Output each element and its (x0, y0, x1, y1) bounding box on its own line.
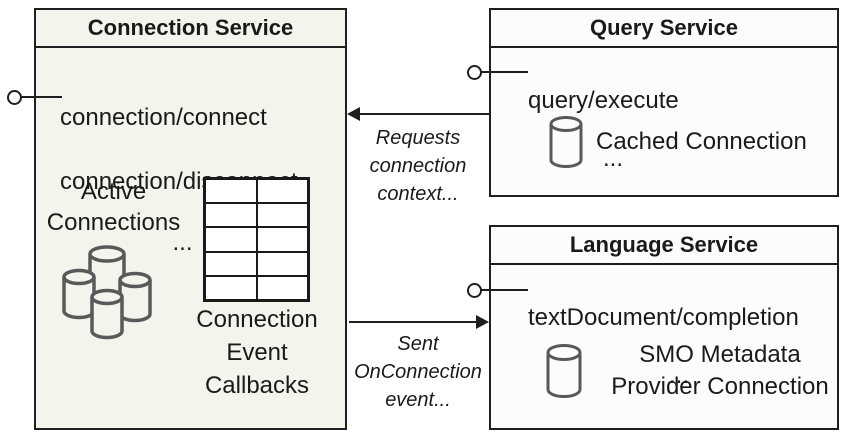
query-interface-line (480, 71, 528, 73)
callbacks-label: Connection Event Callbacks (196, 306, 318, 399)
language-service-title: Language Service (491, 227, 837, 265)
query-methods-ellipsis: ... (602, 145, 623, 172)
method-query-execute: query/execute (528, 87, 679, 114)
database-cluster-icon (55, 240, 157, 342)
smo-metadata-label: SMO Metadata Provider Connection (611, 341, 829, 400)
table-cell (256, 275, 308, 300)
language-service-box: Language Service textDocument/completion… (489, 225, 839, 430)
table-cell (205, 251, 257, 276)
table-cell (256, 227, 308, 252)
methods-ellipsis: ... (172, 229, 193, 256)
connection-interface-line (20, 96, 62, 98)
sent-flow-label: Sent OnConnection event... (354, 333, 482, 411)
method-textdocument-completion: textDocument/completion (528, 304, 799, 331)
sent-arrowhead-icon (476, 315, 489, 329)
query-service-title: Query Service (491, 10, 837, 48)
language-interface-line (480, 289, 528, 291)
query-service-box: Query Service query/execute ... Cached C… (489, 8, 839, 197)
language-methods-ellipsis: ... (668, 362, 689, 389)
method-connection-connect: connection/connect (60, 104, 267, 131)
requests-flow-label: Requests connection context... (369, 127, 467, 205)
query-service-methods: query/execute ... (528, 56, 698, 202)
connection-service-box: Connection Service connection/connect co… (34, 8, 347, 430)
smo-connection-row: SMO Metadata Provider Connection (545, 339, 845, 403)
sent-arrow-line (349, 321, 477, 323)
requests-arrowhead-icon (347, 107, 360, 121)
language-service-methods: textDocument/completion ... (528, 273, 830, 419)
table-cell (256, 179, 308, 204)
table-cell (256, 203, 308, 228)
database-icon (548, 115, 584, 169)
table-cell (205, 227, 257, 252)
callbacks-table (203, 177, 310, 302)
connection-service-title: Connection Service (36, 10, 345, 48)
active-connections-label: Active Connections (46, 178, 181, 236)
database-icon (545, 343, 583, 399)
requests-arrow-line (352, 113, 489, 115)
table-cell (205, 203, 257, 228)
table-cell (256, 251, 308, 276)
table-cell (205, 275, 257, 300)
cached-connection-row: Cached Connection (548, 115, 807, 169)
table-cell (205, 179, 257, 204)
cached-connection-label: Cached Connection (596, 128, 807, 155)
